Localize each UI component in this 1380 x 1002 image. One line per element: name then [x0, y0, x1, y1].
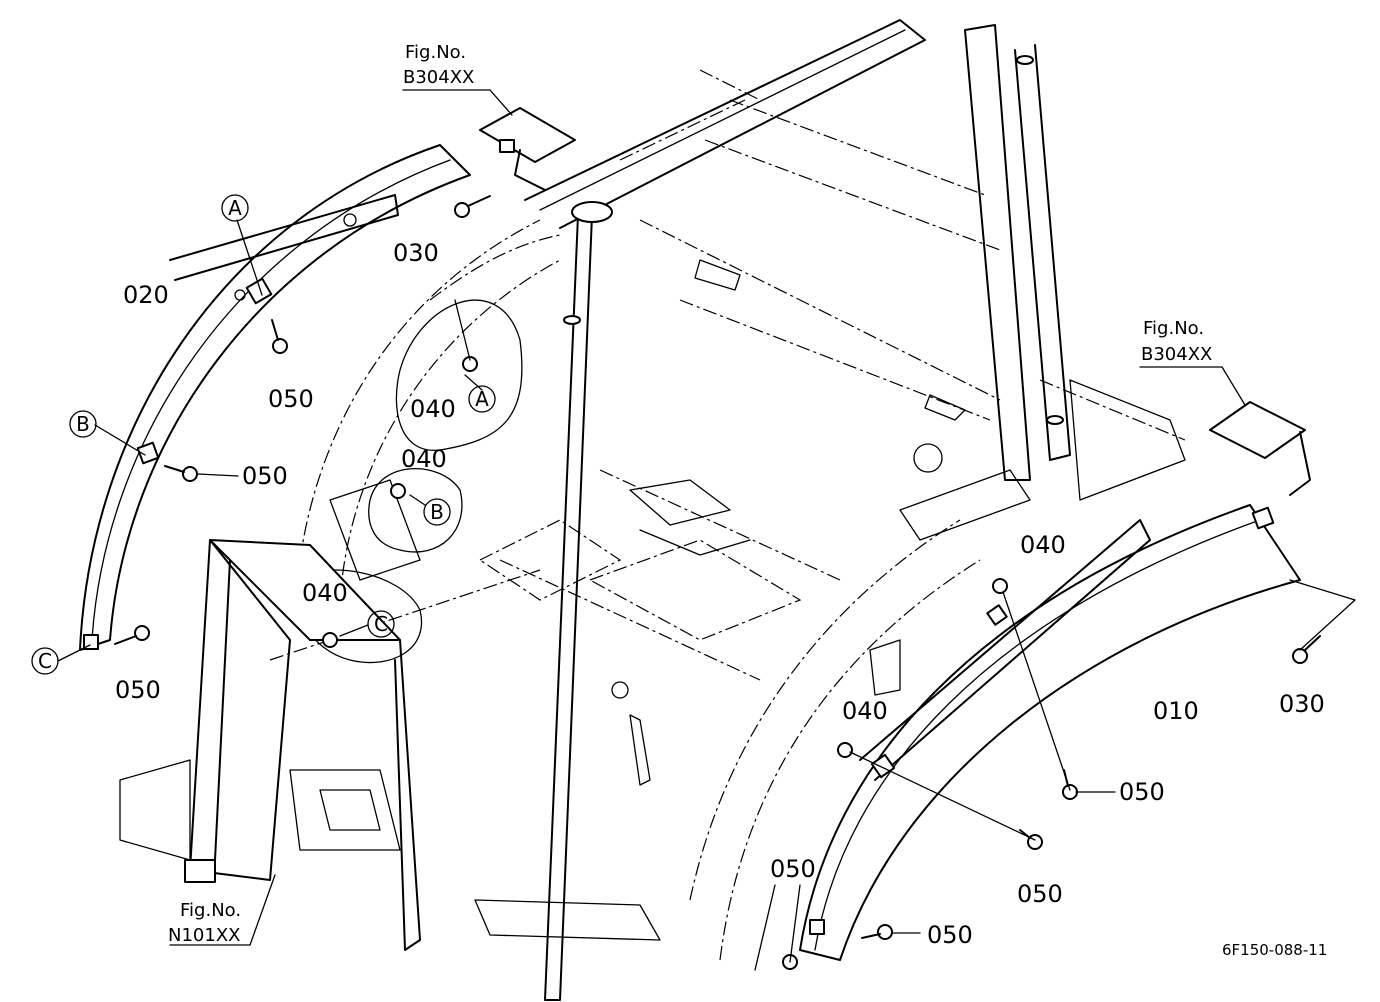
fig-ref-bottom: Fig.No. N101XX: [168, 900, 241, 946]
fender-010: [799, 504, 1301, 961]
svg-text:C: C: [374, 612, 388, 636]
bolt-030-top: [454, 195, 491, 218]
nut-040-c: [322, 632, 338, 648]
bolt-050-b: [164, 465, 198, 482]
fig-ref-code: B304XX: [1141, 344, 1212, 365]
fig-ref-prefix: Fig.No.: [1143, 318, 1204, 339]
bracket-right: [1209, 401, 1311, 496]
circle-ref-c-2: C: [367, 610, 395, 638]
circle-ref-a-1: A: [221, 194, 249, 222]
part-label-040: 040: [842, 697, 888, 725]
part-label-050: 050: [1119, 778, 1165, 806]
svg-text:A: A: [475, 387, 489, 411]
leader-lines: [57, 89, 1356, 971]
circle-ref-b-1: B: [69, 410, 97, 438]
part-label-050: 050: [242, 462, 288, 490]
svg-text:B: B: [430, 500, 444, 524]
fig-ref-top: Fig.No. B304XX: [403, 42, 474, 88]
fig-ref-prefix: Fig.No.: [180, 900, 241, 921]
nut-040-a: [462, 356, 478, 372]
part-label-040: 040: [302, 579, 348, 607]
part-label-040: 040: [401, 445, 447, 473]
cab-frame: [119, 19, 1186, 1001]
bracket-top: [479, 107, 576, 191]
svg-text:C: C: [38, 649, 52, 673]
part-label-010: 010: [1153, 697, 1199, 725]
nut-040-e: [837, 742, 853, 758]
fig-ref-code: N101XX: [168, 925, 240, 946]
svg-text:A: A: [228, 196, 242, 220]
part-label-040: 040: [410, 395, 456, 423]
bolt-050-a: [271, 319, 288, 354]
part-label-050: 050: [268, 385, 314, 413]
part-label-030: 030: [393, 239, 439, 267]
part-label-040: 040: [1020, 531, 1066, 559]
part-label-020: 020: [123, 281, 169, 309]
fender-020: [79, 144, 471, 651]
figure-code: 6F150-088-11: [1222, 941, 1327, 959]
circle-ref-b-2: B: [423, 498, 451, 526]
nut-040-d: [992, 578, 1008, 594]
part-label-040: 050: [770, 855, 816, 883]
part-label-050: 050: [1017, 880, 1063, 908]
bolts: [114, 195, 1321, 970]
part-label-050: 050: [115, 676, 161, 704]
circle-ref-c-1: C: [31, 647, 59, 675]
bolt-050-f: [861, 924, 893, 940]
fig-ref-prefix: Fig.No.: [405, 42, 466, 63]
nut-040-b: [390, 483, 406, 499]
bolt-030-right: [1292, 635, 1321, 664]
bolt-050-e: [1019, 829, 1043, 850]
fig-ref-right: Fig.No. B304XX: [1141, 318, 1212, 365]
front-panel: [184, 539, 421, 951]
part-label-030: 030: [1279, 690, 1325, 718]
part-label-050: 050: [927, 921, 973, 949]
circle-ref-a-2: A: [468, 385, 496, 413]
bolt-050-c: [114, 625, 150, 645]
svg-text:B: B: [76, 412, 90, 436]
fig-ref-code: B304XX: [403, 67, 474, 88]
